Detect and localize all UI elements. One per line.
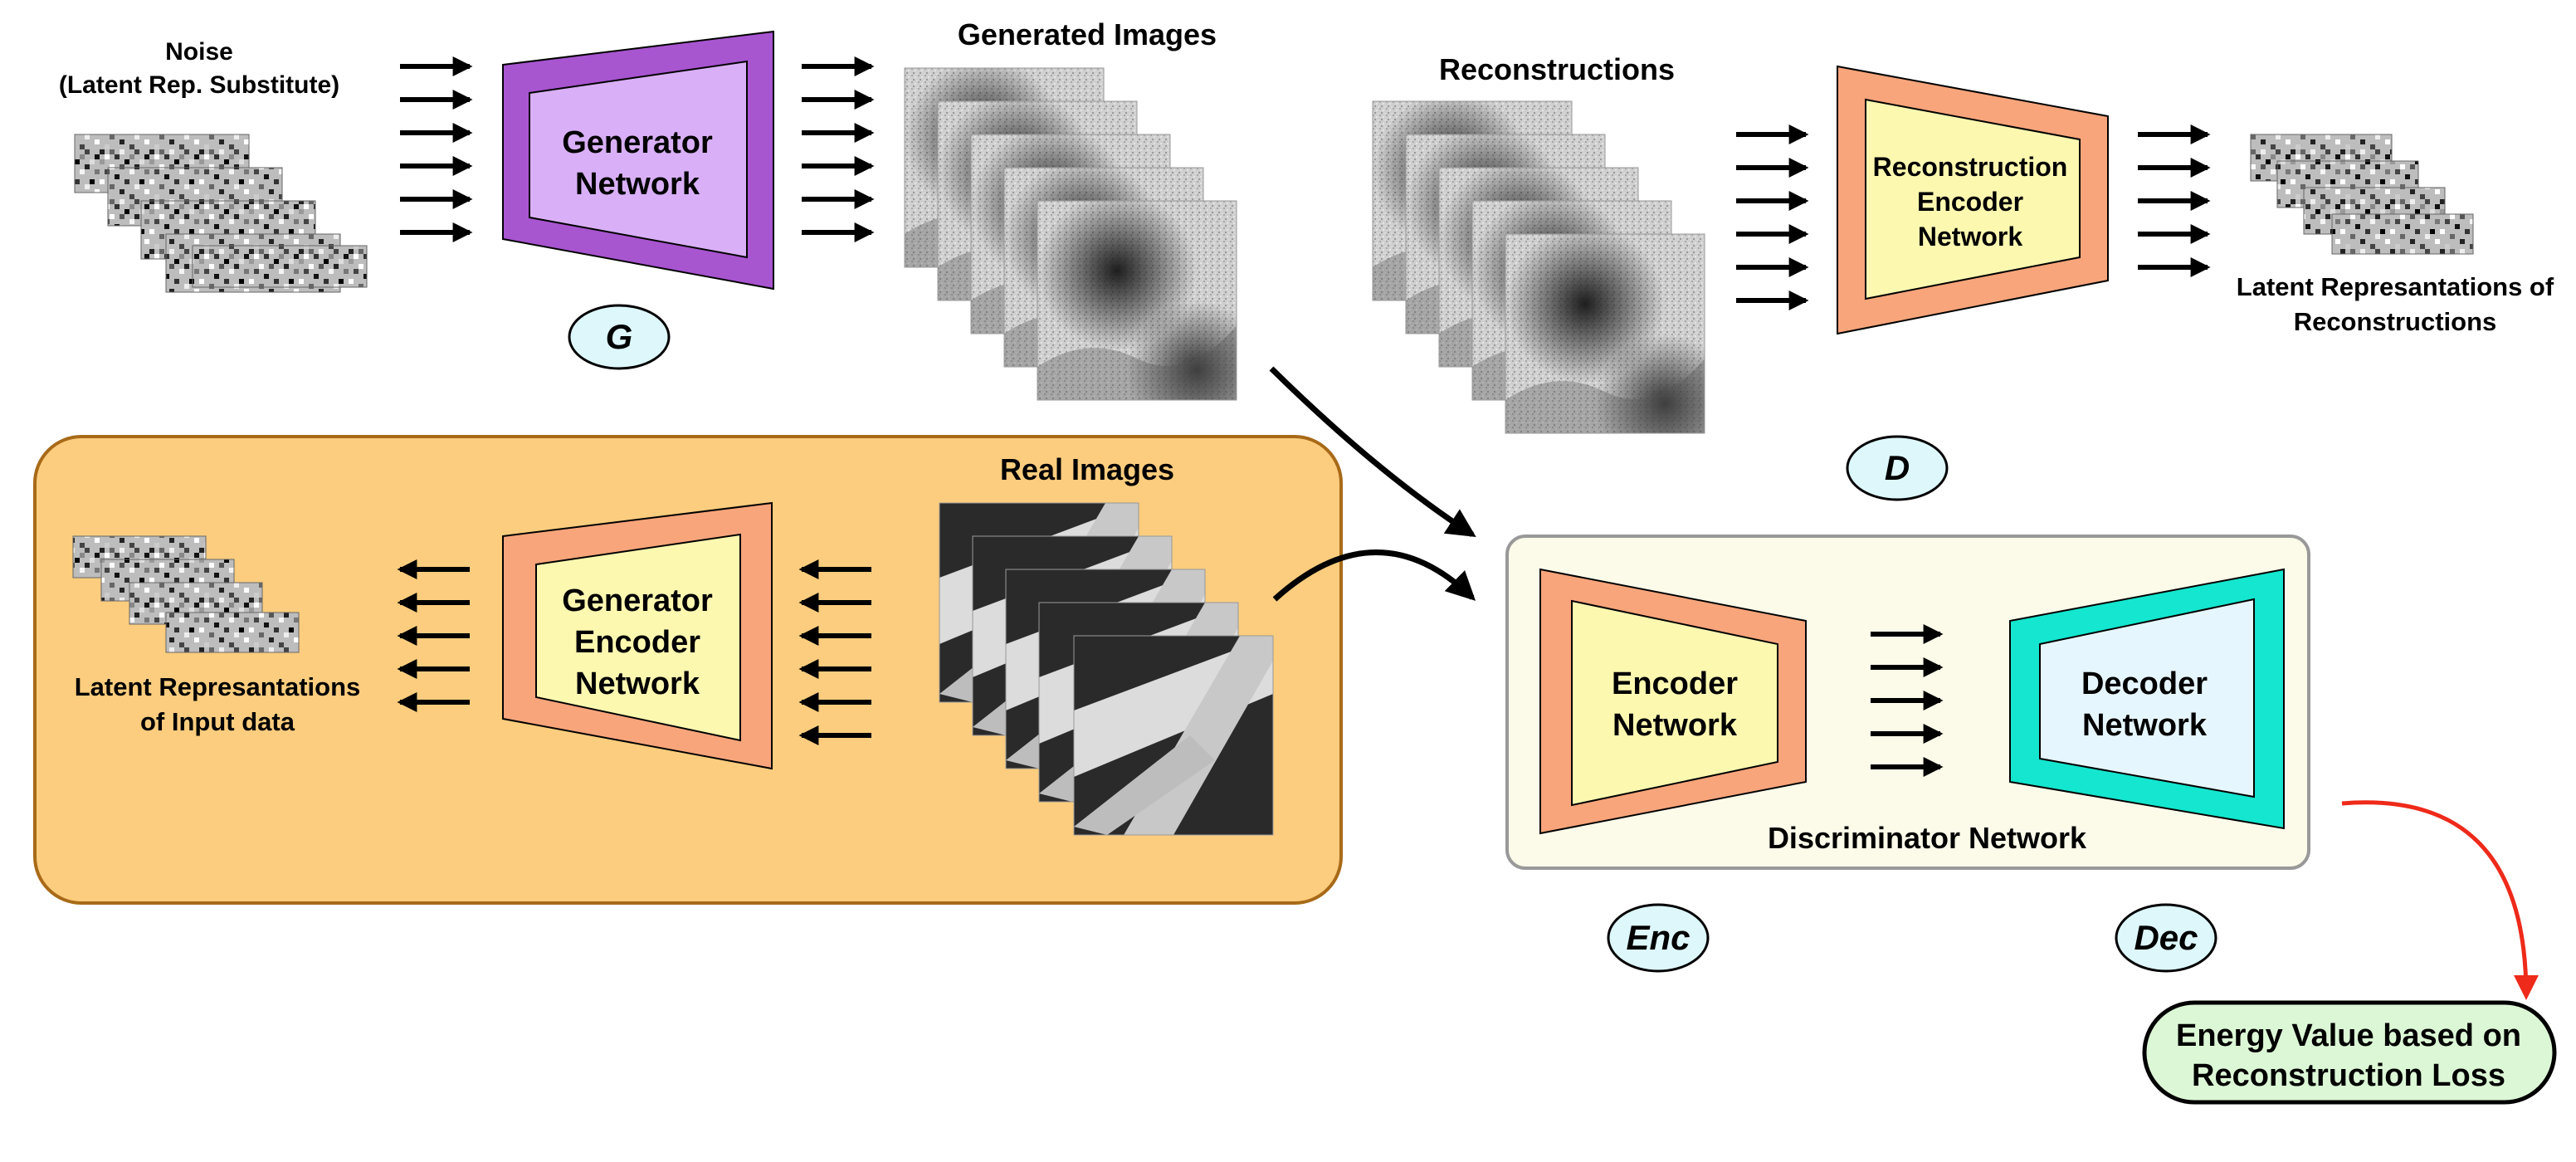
generator-symbol: G [606,317,633,356]
reconstructions-stack [1372,100,1705,434]
generator-encoder-label-line3: Network [575,666,700,701]
decoder-symbol: Dec [2134,918,2198,957]
reconstruction-encoder-label-line1: Reconstruction [1873,152,2068,182]
generator-to-images-arrows [802,56,875,242]
real-images-title: Real Images [1000,452,1174,486]
discriminator-symbol: D [1885,448,1910,487]
decoder-label-line1: Decoder [2081,666,2208,701]
latent-reconstructions-label-line2: Reconstructions [2294,307,2497,336]
discriminator-label: Discriminator Network [1768,821,2087,855]
encoder-to-latent-input-arrows [397,559,470,712]
generator-encoder-label-line1: Generator [562,583,713,618]
generator-symbol-badge [568,304,671,370]
discriminator-symbol-badge [1846,435,1949,501]
generated-images-title: Generated Images [958,17,1217,51]
reconstructions-title: Reconstructions [1439,52,1675,86]
encoder-network [1539,568,1807,835]
encoder-label-line1: Encoder [1612,666,1738,701]
generator-encoder-network [502,501,773,770]
real-to-encoder-arrows [798,559,871,745]
decoder-label-line2: Network [2082,708,2208,743]
reconstruction-encoder-network [1837,65,2109,335]
noise-stack [74,134,368,293]
reconstructions-to-encoder-arrows [1736,124,1809,310]
encoder-symbol: Enc [1626,918,1690,957]
real-to-discriminator-arrow [1272,549,1476,602]
encoder-label-line2: Network [1612,708,1738,743]
generator-label-line1: Generator [562,125,713,160]
encoder-to-latent-arrows [2138,124,2211,277]
encoder-symbol-badge [1607,903,1710,973]
noise-label-line1: Noise [165,38,233,66]
noise-label-line2: (Latent Rep. Substitute) [59,71,339,99]
latent-reconstructions-stack [2250,134,2474,255]
noise-to-generator-arrows [400,56,473,242]
decoder-to-energy-arrow [2341,800,2539,1000]
generator-network [502,30,774,290]
energy-label-line2: Reconstruction Loss [2192,1058,2505,1093]
reconstruction-encoder-label-line3: Network [1918,222,2022,251]
generator-label-line2: Network [575,167,700,202]
decoder-symbol-badge [2115,903,2217,973]
latent-input-label-line1: Latent Represantations [75,672,361,701]
energy-label-line1: Energy Value based on [2176,1018,2521,1053]
encoder-to-decoder-arrows [1871,624,1944,777]
generated-images-stack [904,67,1237,401]
energy-value-box [2142,1000,2557,1105]
latent-reconstructions-label-line1: Latent Represantations of [2237,272,2554,301]
latent-input-stack [72,535,300,653]
generator-encoder-label-line2: Encoder [574,625,700,660]
reconstruction-encoder-label-line2: Encoder [1917,187,2023,217]
latent-input-label-line2: of Input data [140,707,295,736]
decoder-network [2009,568,2285,830]
generated-to-discriminator-arrow [1269,366,1476,538]
